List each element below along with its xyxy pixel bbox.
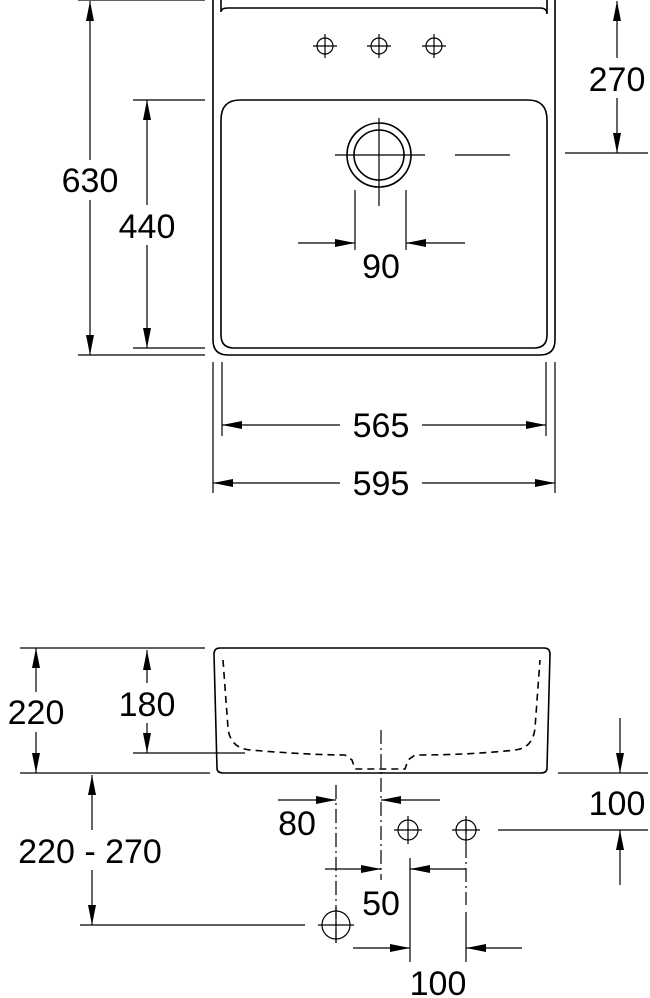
basin-side-outline <box>213 647 551 774</box>
tap-hole-icon <box>313 34 337 58</box>
waste-hole-icon <box>318 907 354 943</box>
dim-offset-50: 50 <box>362 885 400 923</box>
bowl-outline <box>220 99 548 349</box>
dim-drain-diameter: 90 <box>362 248 400 286</box>
bowl-inner-dashed <box>222 659 541 770</box>
dim-height-bowl: 440 <box>119 208 176 246</box>
top-view: 90 630 440 270 565 595 <box>55 0 650 503</box>
tap-hole-icon <box>367 34 391 58</box>
dim-offset-100-right: 100 <box>589 785 646 823</box>
dim-outer-width: 595 <box>353 465 410 503</box>
drain-icon <box>335 118 510 206</box>
side-view: 220 180 220 - 270 100 80 50 100 <box>0 647 648 998</box>
supply-hole-icon <box>394 816 422 844</box>
tap-hole-icon <box>422 34 446 58</box>
deck-outline <box>220 0 548 15</box>
dim-inner-width: 565 <box>353 407 410 445</box>
dim-offset-100-bottom: 100 <box>410 965 467 998</box>
dim-deck-depth: 270 <box>589 61 646 99</box>
dim-bowl-depth: 180 <box>119 686 176 724</box>
dim-offset-80: 80 <box>278 805 316 843</box>
dim-side-height: 220 <box>8 694 65 732</box>
basin-outline <box>212 0 556 356</box>
dim-height-total: 630 <box>62 162 119 200</box>
dim-mounting-height: 220 - 270 <box>18 833 162 871</box>
supply-hole-icon <box>452 816 480 844</box>
